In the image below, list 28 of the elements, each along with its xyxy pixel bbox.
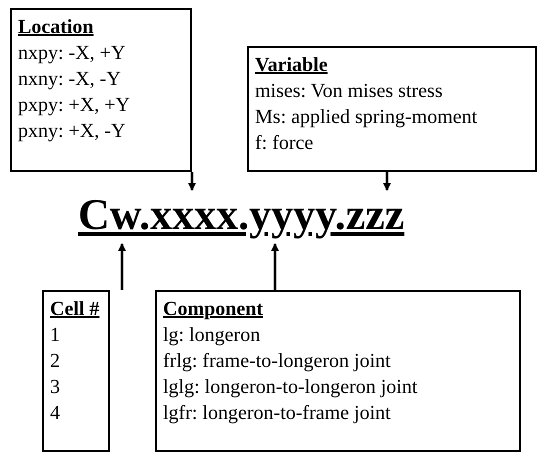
legend-entry: 1 — [50, 323, 61, 348]
box-heading: Variable — [255, 53, 329, 78]
legend-entry: nxpy: -X, +Y — [18, 41, 126, 66]
legend-box — [247, 46, 537, 172]
legend-box — [155, 290, 521, 452]
box-heading: Component — [163, 297, 264, 322]
legend-entry: frlg: frame-to-longeron joint — [163, 349, 392, 374]
arrow — [118, 243, 126, 290]
legend-entry: Ms: applied spring-moment — [255, 105, 478, 130]
legend-entry: lglg: longeron-to-longeron joint — [163, 375, 418, 400]
legend-entry: 3 — [50, 375, 61, 400]
naming-pattern: Cw.xxxx.yyyy.zzz — [78, 190, 418, 240]
arrow — [188, 172, 196, 191]
arrow — [383, 172, 391, 191]
legend-entry: lg: longeron — [163, 323, 262, 348]
box-heading: Cell # — [50, 297, 100, 322]
legend-entry: mises: Von mises stress — [255, 79, 444, 104]
legend-box — [42, 290, 110, 452]
legend-entry: 4 — [50, 401, 61, 426]
legend-entry: lgfr: longeron-to-frame joint — [163, 401, 392, 426]
legend-entry: nxny: -X, -Y — [18, 67, 122, 92]
legend-entry: pxny: +X, -Y — [18, 119, 126, 144]
legend-entry: f: force — [255, 131, 314, 156]
legend-entry: pxpy: +X, +Y — [18, 93, 132, 118]
arrow — [271, 243, 279, 290]
box-heading: Location — [18, 15, 95, 40]
legend-box — [10, 8, 192, 172]
legend-entry: 2 — [50, 349, 61, 374]
